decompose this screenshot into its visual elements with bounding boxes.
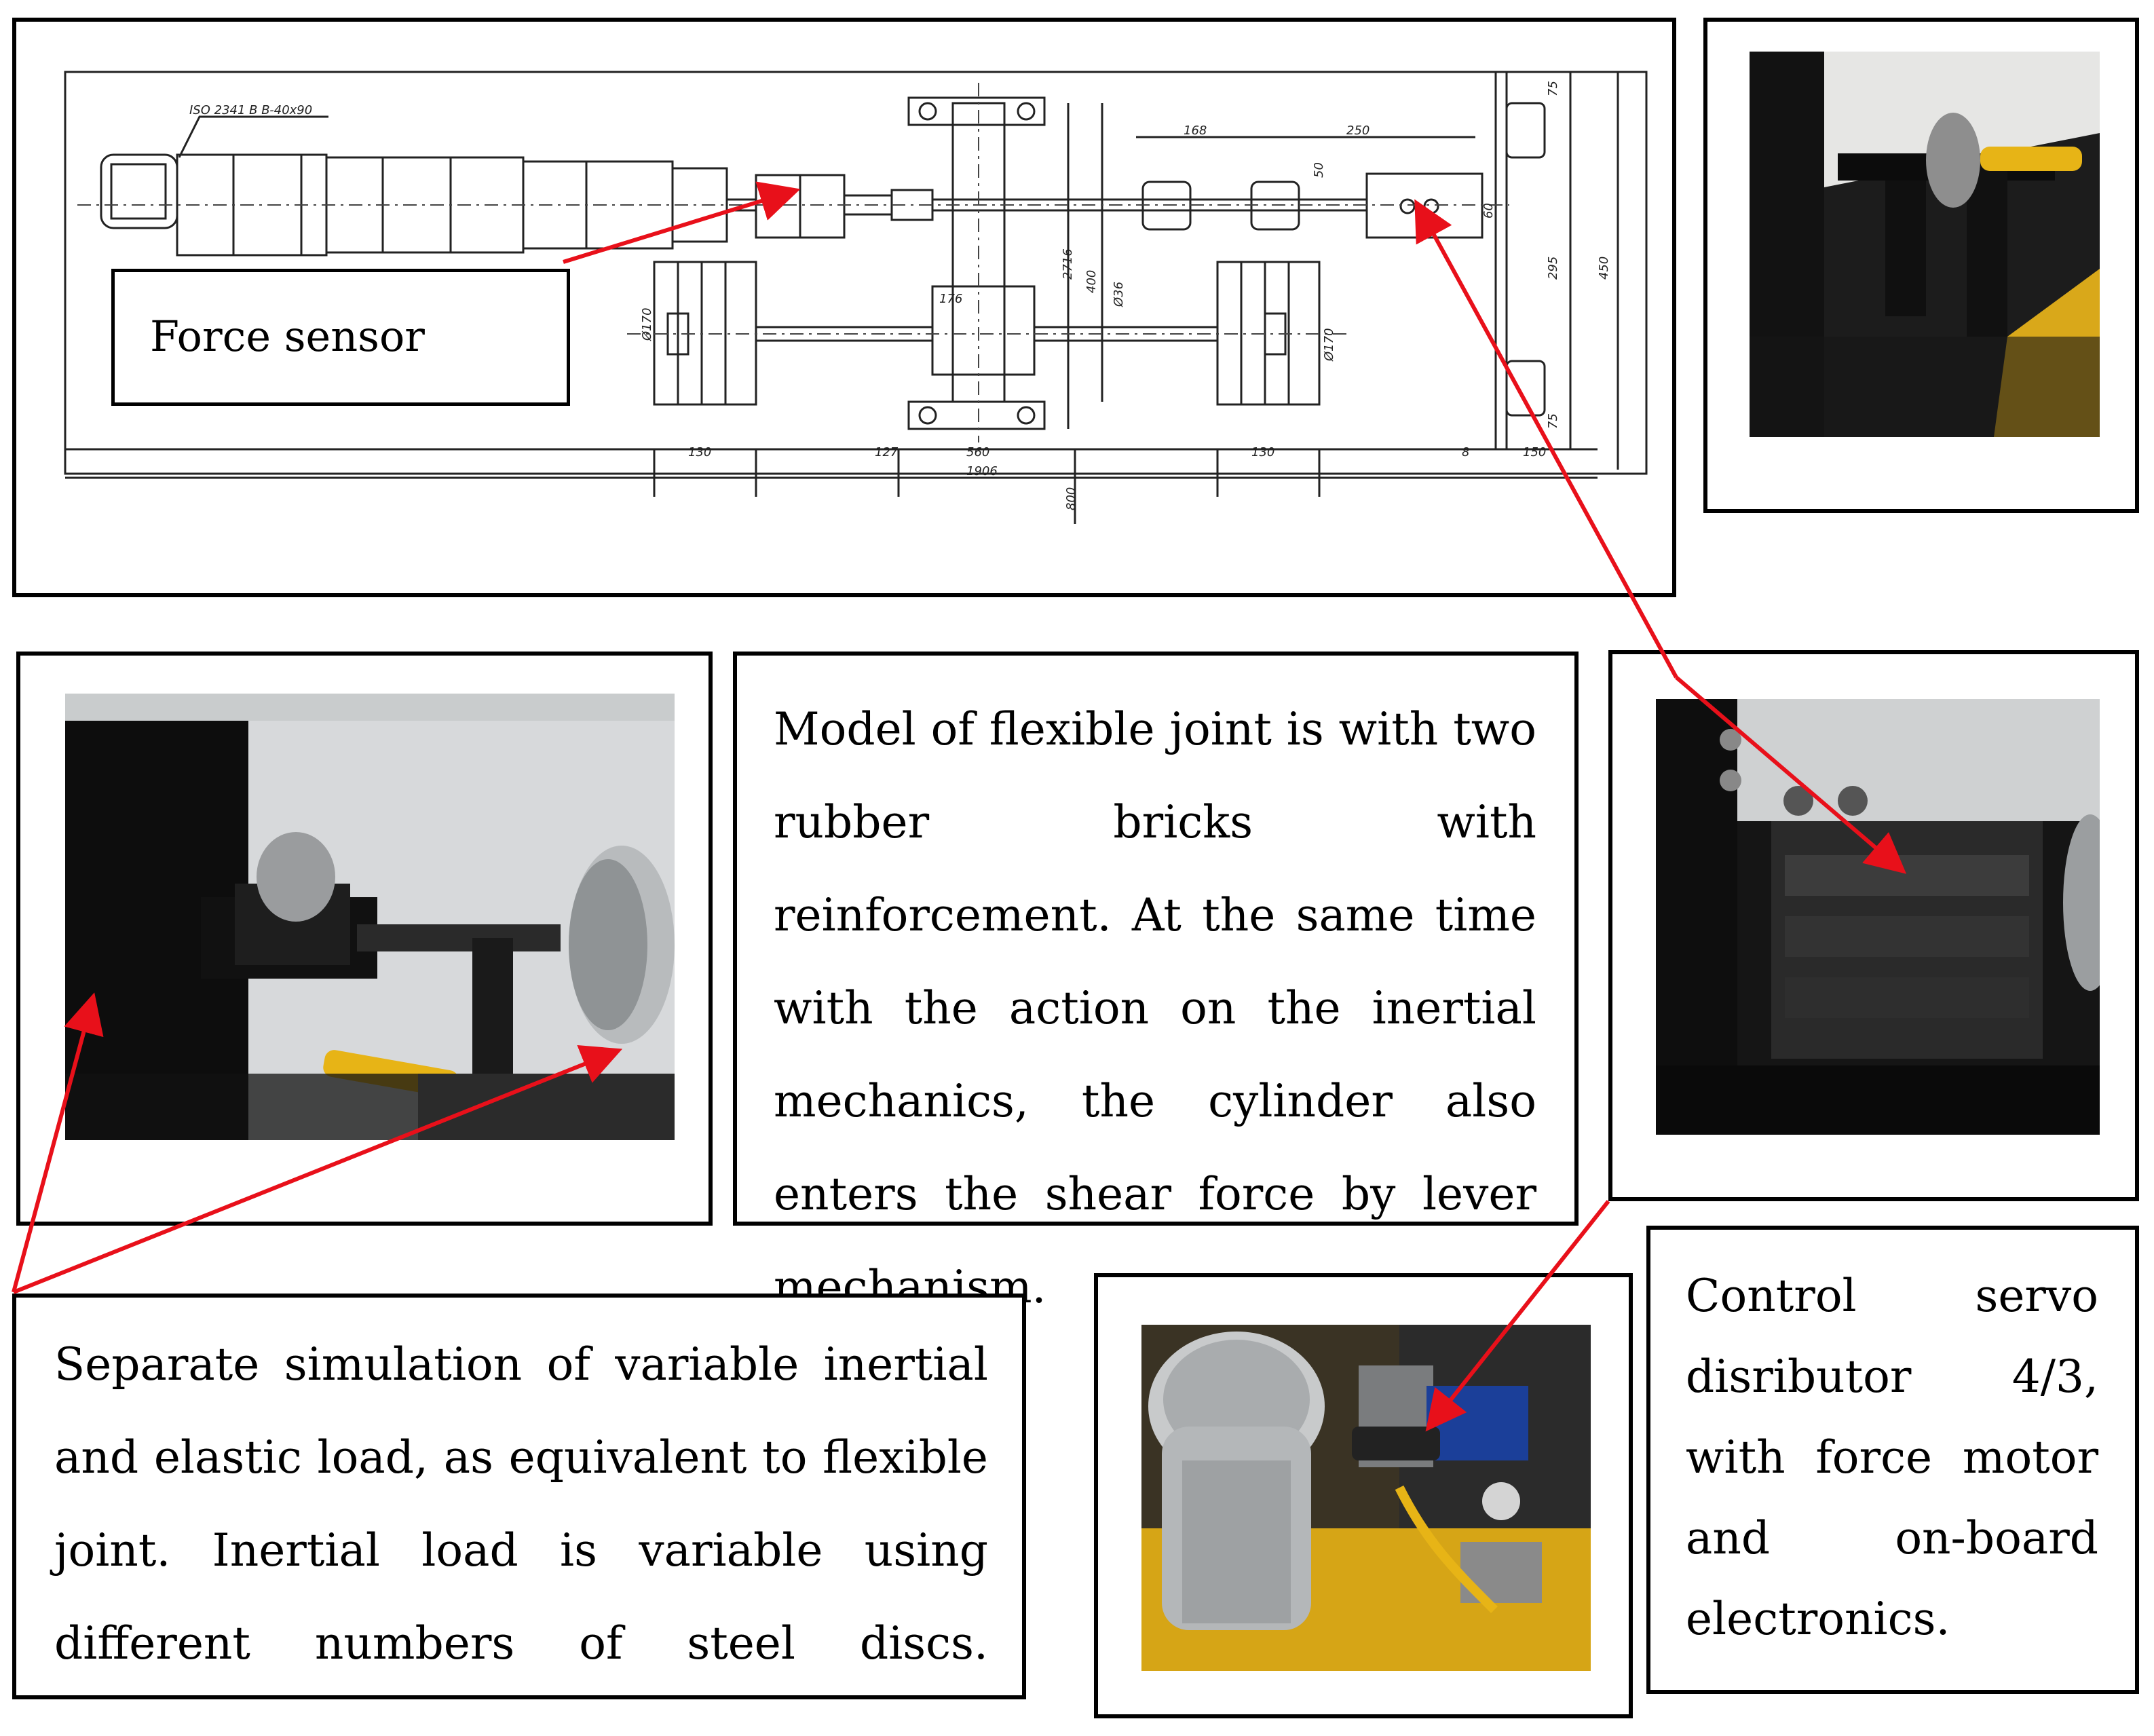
drawing-panel: ISO 2341 B B-40x90 130 127 560 130 8 150… xyxy=(12,18,1676,597)
dim-176: 176 xyxy=(939,292,962,306)
iso-standard-label: ISO 2341 B B-40x90 xyxy=(189,103,312,117)
dim-560: 560 xyxy=(966,445,989,459)
dim-8: 8 xyxy=(1462,445,1469,459)
servo-distributor-photo xyxy=(1141,1325,1591,1671)
control-servo-text-panel: Control servo disributor 4/3, with force… xyxy=(1646,1226,2139,1694)
dim-60: 60 xyxy=(1481,203,1496,219)
flexible-joint-description: Model of flexible joint is with two rubb… xyxy=(774,703,1536,1313)
control-servo-description: Control servo disributor 4/3, with force… xyxy=(1686,1270,2098,1645)
dim-800: 800 xyxy=(1064,487,1078,510)
dim-dia-36: Ø36 xyxy=(1112,282,1126,307)
photo-panel-top-right xyxy=(1703,18,2139,513)
photo-panel-middle-right xyxy=(1608,650,2139,1201)
dim-50: 50 xyxy=(1312,162,1326,178)
dim-dia-170-right: Ø170 xyxy=(1322,328,1336,362)
separate-simulation-description: Separate simulation of variable inertial… xyxy=(54,1338,988,1669)
dim-168: 168 xyxy=(1184,124,1207,138)
dim-dia-170-left: Ø170 xyxy=(640,307,654,341)
dim-2716: 2716 xyxy=(1061,248,1075,280)
centre-block xyxy=(931,285,1036,376)
flexible-joint-photo xyxy=(1656,699,2100,1135)
dim-75-bottom: 75 xyxy=(1546,413,1560,429)
inertial-load-photo xyxy=(65,694,675,1140)
dim-130-right: 130 xyxy=(1251,445,1274,459)
flexible-joint-text-panel: Model of flexible joint is with two rubb… xyxy=(733,652,1579,1313)
dim-450: 450 xyxy=(1597,257,1611,280)
dim-75-top: 75 xyxy=(1546,81,1560,96)
dim-127: 127 xyxy=(875,445,899,459)
dim-130-left: 130 xyxy=(688,445,711,459)
dim-400: 400 xyxy=(1084,270,1099,293)
photo-panel-bottom-middle xyxy=(1094,1273,1633,1718)
dim-295: 295 xyxy=(1546,257,1560,280)
force-sensor-label: Force sensor xyxy=(150,312,425,361)
separate-simulation-text-panel: Separate simulation of variable inertial… xyxy=(12,1294,1026,1699)
dim-150: 150 xyxy=(1523,445,1546,459)
dim-1906: 1906 xyxy=(966,464,998,478)
force-sensor-label-box: Force sensor xyxy=(111,269,570,406)
test-rig-photo xyxy=(1750,52,2100,437)
dim-250: 250 xyxy=(1346,124,1369,138)
photo-panel-middle-left xyxy=(16,652,713,1226)
